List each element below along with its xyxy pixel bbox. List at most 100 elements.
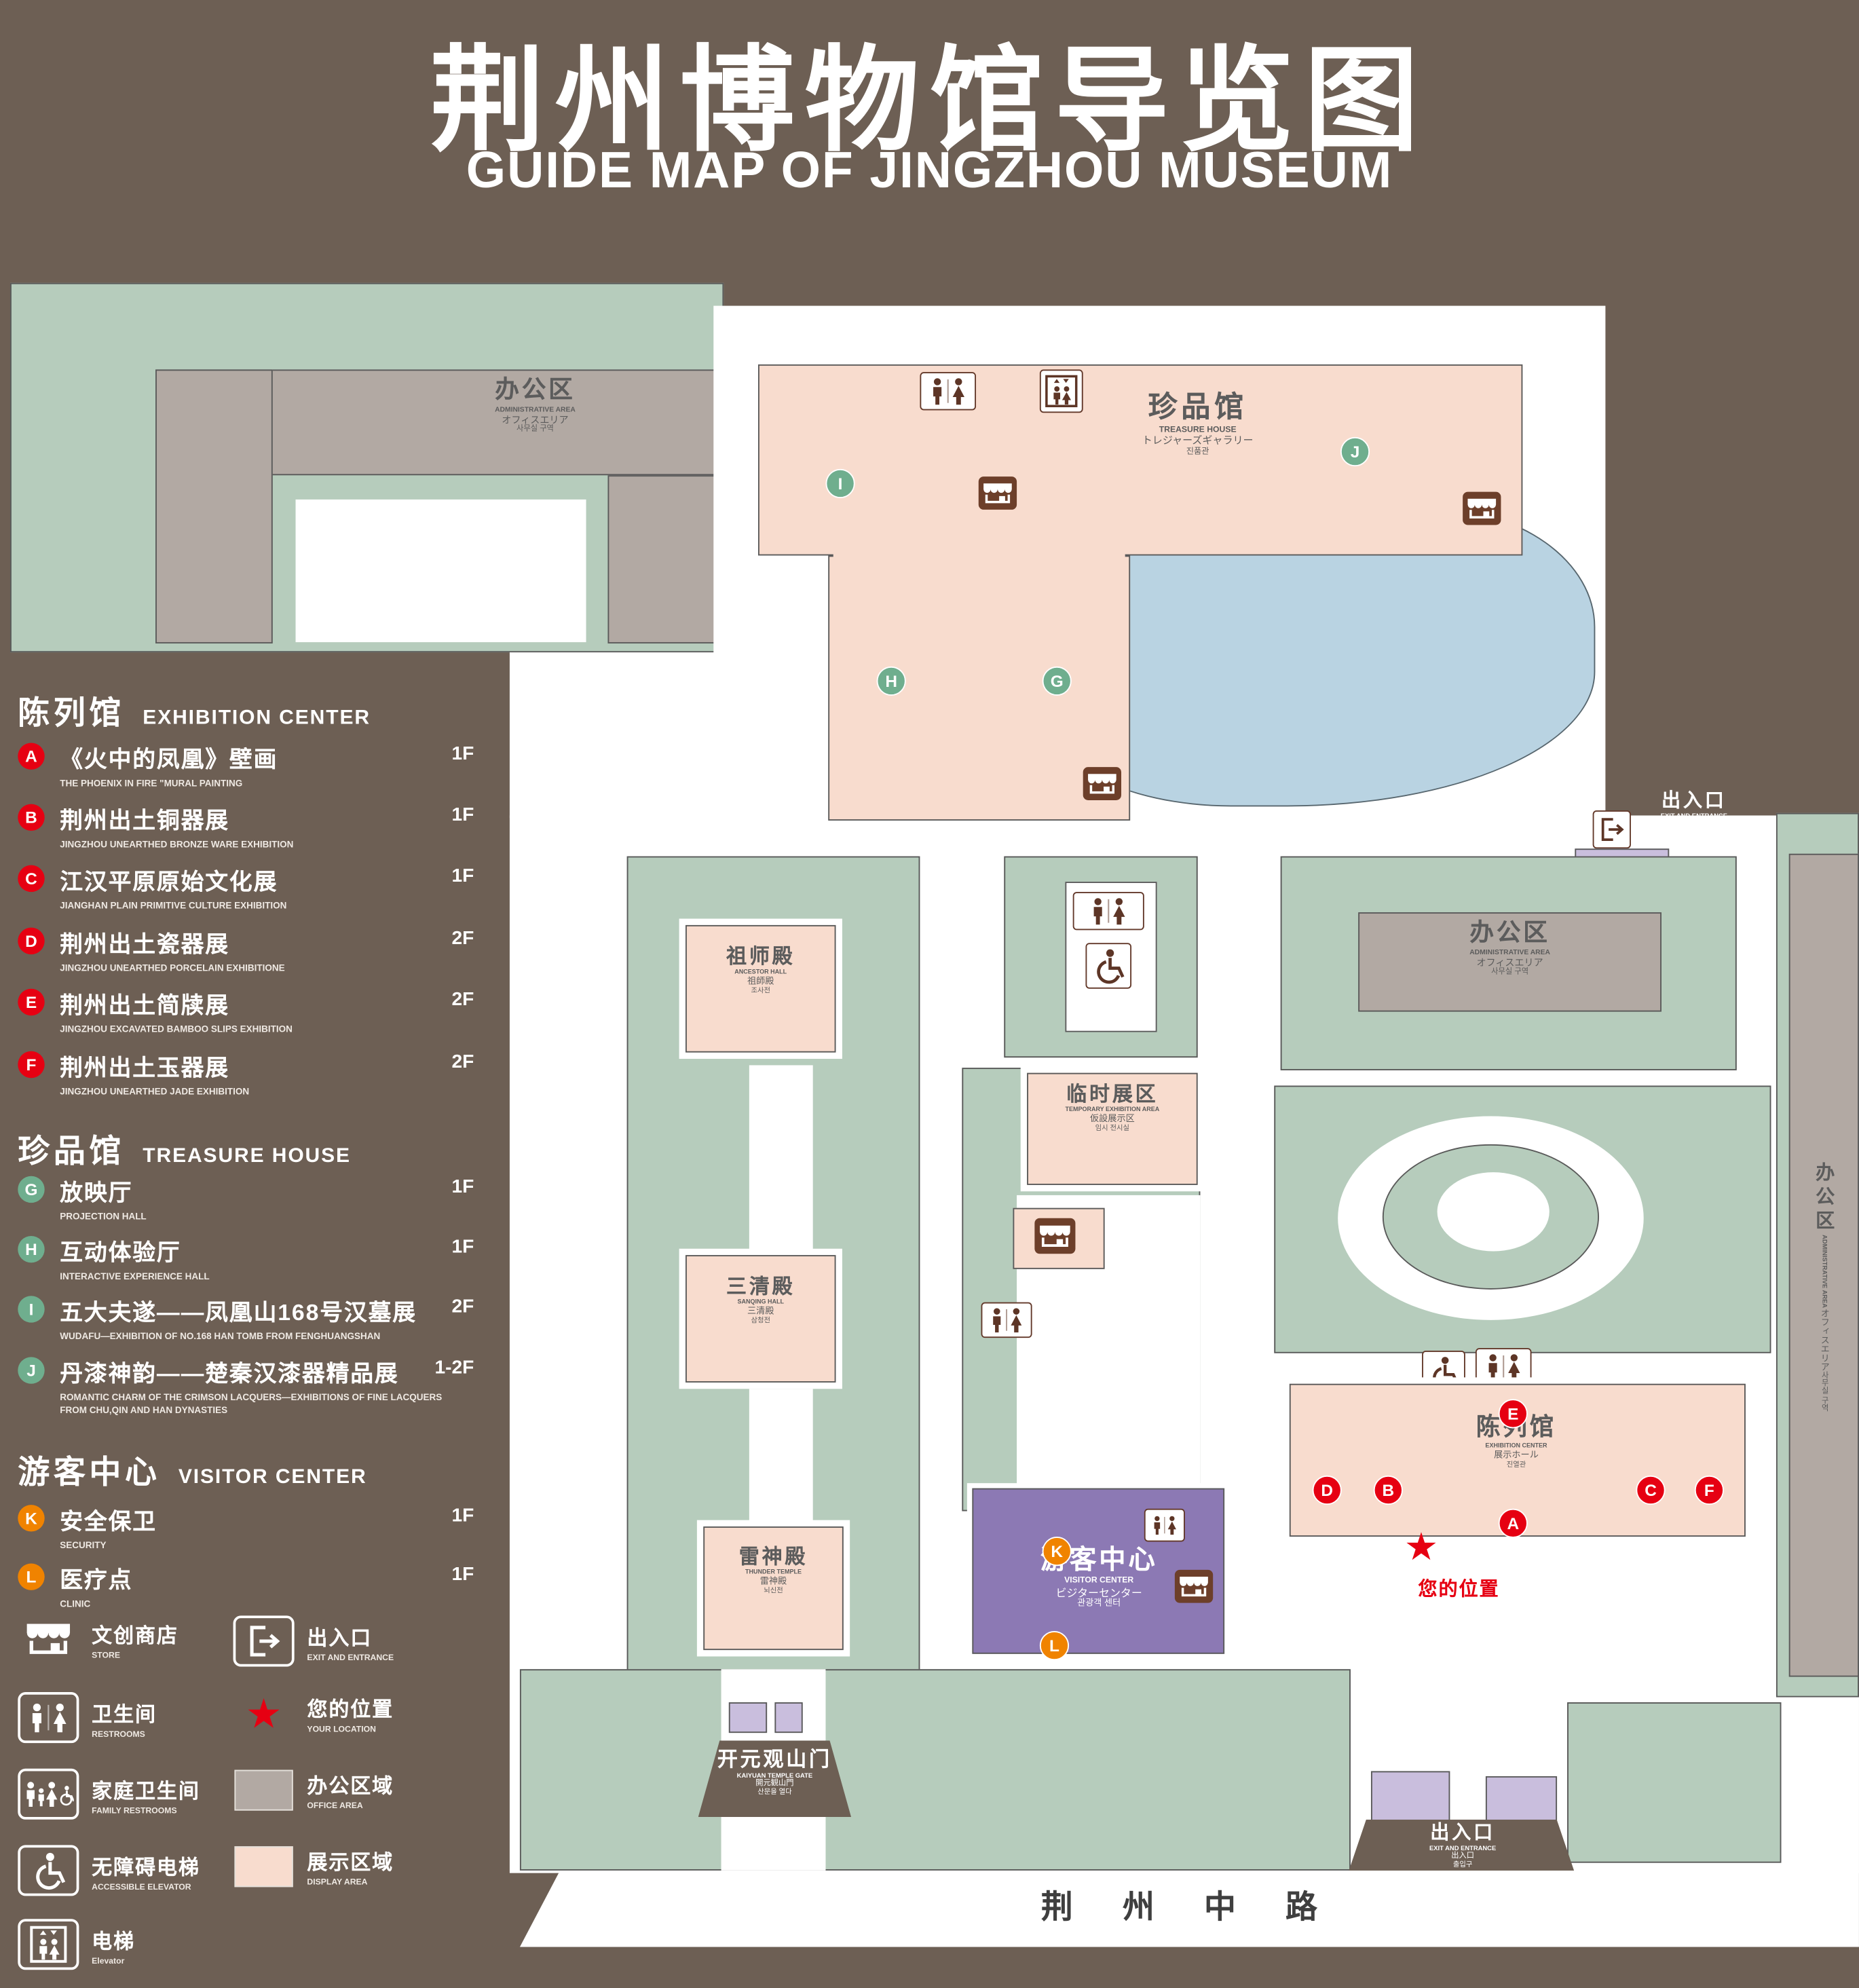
- legend-key-store-zh: 文创商店: [92, 1625, 179, 1647]
- legend-key-accessible-zh: 无障碍电梯: [92, 1857, 200, 1879]
- office-area-swatch: [234, 1769, 293, 1810]
- legend-item-B: B 荆州出土铜器展 JINGZHOU UNEARTHED BRONZE WARE…: [18, 803, 491, 851]
- legend-key-office-area: 办公区域 OFFICE AREA: [233, 1769, 394, 1811]
- restroom-icon: [1072, 892, 1144, 931]
- restroom-icon: [1475, 1348, 1532, 1387]
- map-marker-I: I: [825, 468, 855, 499]
- ancestor-hall-zh: 祖师殿: [726, 946, 795, 969]
- legend-item-E: E 荆州出土简牍展 JINGZHOU EXCAVATED BAMBOO SLIP…: [18, 988, 491, 1036]
- badge-A: A: [18, 743, 45, 770]
- page-subtitle: GUIDE MAP OF JINGZHOU MUSEUM: [466, 143, 1393, 199]
- legend-item-A-en: THE PHOENIX IN FIRE "MURAL PAINTING: [60, 777, 243, 789]
- legend-item-B-zh: 荆州出土铜器展: [60, 808, 229, 833]
- badge-E: E: [18, 988, 45, 1016]
- thunder-temple-zh: 雷神殿: [738, 1547, 808, 1569]
- sanqing-hall-zh: 三清殿: [726, 1277, 795, 1298]
- legend-item-A-zh: 《火中的凤凰》壁画: [60, 747, 278, 772]
- section-exhibition-center-zh: 陈列馆: [18, 696, 126, 732]
- restroom-icon: [18, 1692, 79, 1744]
- legend-item-H-zh: 互动体验厅: [60, 1239, 181, 1266]
- legend-item-K-floor: 1F: [451, 1505, 474, 1527]
- exit-bottom-kr: 출입구: [1452, 1862, 1473, 1870]
- admin-side-zh: 办公区: [1813, 1162, 1835, 1235]
- map-marker-G: G: [1042, 666, 1072, 696]
- store-icon: [1034, 1218, 1076, 1254]
- badge-K: K: [18, 1505, 45, 1532]
- legend-item-B-floor: 1F: [451, 804, 474, 826]
- exit-bottom-canopy: [1485, 1776, 1558, 1825]
- legend-item-A: A 《火中的凤凰》壁画 THE PHOENIX IN FIRE "MURAL P…: [18, 742, 491, 790]
- ancestor-hall-jp: 祖師殿: [747, 977, 774, 986]
- legend-item-E-en: JINGZHOU EXCAVATED BAMBOO SLIPS EXHIBITI…: [60, 1023, 293, 1035]
- axis-path: [749, 1065, 813, 1253]
- legend-key-family-en: FAMILY RESTROOMS: [92, 1806, 177, 1816]
- legend-item-L-floor: 1F: [451, 1563, 474, 1586]
- legend-item-I: I 五大夫遂——凤凰山168号汉墓展 WUDAFU—EXHIBITION OF …: [18, 1294, 491, 1343]
- restroom-icon: [1144, 1508, 1185, 1542]
- legend-item-E-floor: 2F: [451, 988, 474, 1011]
- visitor-center-kr: 관광객 센터: [1077, 1599, 1121, 1609]
- temporary-area-kr: 임시 전시실: [1095, 1125, 1130, 1133]
- badge-L: L: [18, 1563, 45, 1590]
- map-marker-C: C: [1636, 1475, 1666, 1505]
- legend-key-location-zh: 您的位置: [307, 1700, 394, 1722]
- legend-key-restroom-en: RESTROOMS: [92, 1729, 145, 1739]
- sanqing-hall-kr: 삼청전: [751, 1317, 771, 1326]
- treasure-house-seam: [833, 548, 1125, 561]
- bottom-green-band: [519, 1669, 1351, 1871]
- exit-bottom-jp: 出入口: [1451, 1852, 1475, 1860]
- legend-item-C: C 江汉平原原始文化展 JIANGHAN PLAIN PRIMITIVE CUL…: [18, 864, 491, 912]
- accessible-restroom-icon: [1085, 943, 1132, 989]
- legend-key-family-zh: 家庭卫生间: [92, 1780, 200, 1803]
- legend-item-I-en: WUDAFU—EXHIBITION OF NO.168 HAN TOMB FRO…: [60, 1330, 381, 1342]
- admin-side-en: ADMINISTRATIVE AREA: [1820, 1235, 1828, 1309]
- section-visitor-center-en: VISITOR CENTER: [178, 1466, 367, 1488]
- legend-item-K: K 安全保卫 SECURITY 1F: [18, 1503, 491, 1552]
- admin-side-label: 办公区 ADMINISTRATIVE AREA オフィスエリア 사무실 구역: [1789, 1083, 1859, 1491]
- legend-key-office-zh: 办公区域: [307, 1776, 394, 1798]
- legend-key-location: 您的位置 YOUR LOCATION: [233, 1692, 394, 1734]
- sanqing-hall-en: SANQING HALL: [737, 1300, 785, 1307]
- legend-item-L-zh: 医疗点: [60, 1567, 133, 1593]
- map-marker-D: D: [1312, 1475, 1342, 1505]
- legend-key-exit-en: EXIT AND ENTRANCE: [307, 1653, 394, 1662]
- temporary-area-label: 临时展区 TEMPORARY EXHIBITION AREA 仮設展示区 임시 …: [1027, 1083, 1198, 1134]
- admin-top-zh: 办公区: [495, 377, 576, 405]
- thunder-temple-building: [703, 1526, 844, 1651]
- ancestor-hall-label: 祖师殿 ANCESTOR HALL 祖師殿 조사전: [686, 945, 836, 996]
- legend-item-D-en: JINGZHOU UNEARTHED PORCELAIN EXHIBITIONE: [60, 962, 285, 974]
- visitor-center-jp: ビジターセンター: [1055, 1586, 1142, 1599]
- exit-bottom-canopy: [1370, 1771, 1450, 1825]
- treasure-house-kr: 진품관: [1186, 447, 1209, 457]
- thunder-temple-en: THUNDER TEMPLE: [745, 1570, 802, 1577]
- admin-right-jp: オフィスエリア: [1476, 957, 1543, 969]
- legend-item-F-zh: 荆州出土玉器展: [60, 1055, 229, 1081]
- exit-right-label: 出入口 EXIT AND ENTRANCE 出入口 출입구: [1634, 790, 1754, 838]
- sanqing-hall-label: 三清殿 SANQING HALL 三清殿 삼청전: [686, 1275, 836, 1326]
- legend-item-D-floor: 2F: [451, 927, 474, 950]
- exit-bottom-zh: 出入口: [1430, 1822, 1496, 1844]
- legend-item-J-zh: 丹漆神韵——楚秦汉漆器精品展: [60, 1360, 399, 1387]
- location-star-icon: [246, 1693, 282, 1733]
- store-icon: [1463, 491, 1501, 525]
- legend-item-I-zh: 五大夫遂——凤凰山168号汉墓展: [60, 1299, 417, 1326]
- exit-bottom-threshold: [1348, 1819, 1575, 1873]
- sanqing-hall-building: [685, 1255, 836, 1383]
- axis-path: [749, 1389, 813, 1524]
- legend-key-accessible-elevator: 无障碍电梯 ACCESSIBLE ELEVATOR: [18, 1845, 200, 1896]
- thunder-temple-kr: 뇌신전: [764, 1588, 783, 1596]
- accessible-elevator-icon: [18, 1845, 79, 1896]
- legend-item-J-en: ROMANTIC CHARM OF THE CRIMSON LACQUERS—E…: [60, 1391, 443, 1416]
- badge-C: C: [18, 865, 45, 893]
- legend-item-E-zh: 荆州出土简牍展: [60, 992, 229, 1018]
- legend-item-C-en: JIANGHAN PLAIN PRIMITIVE CULTURE EXHIBIT…: [60, 899, 287, 912]
- legend-item-F-floor: 2F: [451, 1051, 474, 1073]
- legend-key-display-zh: 展示区域: [307, 1852, 394, 1875]
- badge-D: D: [18, 927, 45, 955]
- admin-right-building: [1358, 912, 1661, 1012]
- admin-top-building-wing: [155, 369, 273, 644]
- legend-key-accessible-en: ACCESSIBLE ELEVATOR: [92, 1882, 191, 1892]
- legend-key-elevator-zh: 电梯: [92, 1931, 136, 1953]
- ancestor-hall-kr: 조사전: [751, 988, 771, 996]
